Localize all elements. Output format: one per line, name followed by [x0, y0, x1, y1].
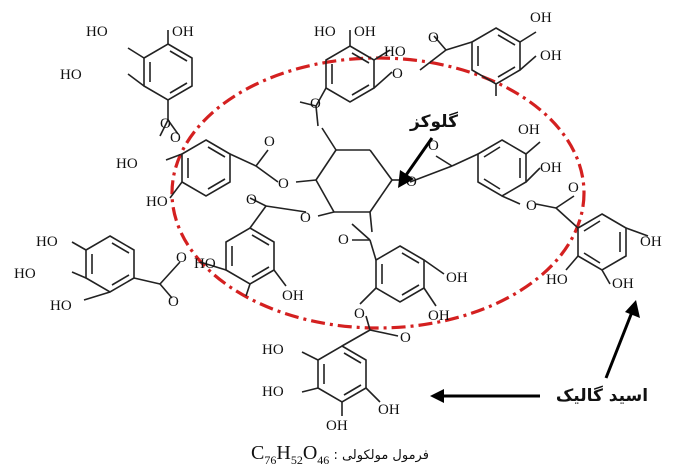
atom-label: O — [392, 66, 403, 82]
atom-label: HO — [146, 194, 168, 210]
formula-text: C76H52O46 — [251, 442, 330, 467]
atom-label: O — [170, 130, 181, 146]
gallic-acid-arrow-up — [604, 300, 640, 379]
atom-label: OH — [282, 288, 304, 304]
glucose-arrow — [398, 137, 434, 188]
atom-label: HO — [314, 24, 336, 40]
molecular-formula: C76H52O46 فرمول مولکولی : — [0, 442, 680, 468]
atom-label: HO — [60, 67, 82, 83]
atom-label: HO — [86, 24, 108, 40]
atom-label: HO — [546, 272, 568, 288]
atom-label: O — [428, 138, 439, 154]
atom-label: OH — [378, 402, 400, 418]
atom-label: HO — [116, 156, 138, 172]
galloyl-ring-top-left — [127, 30, 193, 137]
atom-label: O — [310, 96, 321, 112]
formula-prefix: فرمول مولکولی : — [333, 448, 429, 463]
atom-label: OH — [428, 308, 450, 324]
atom-label: O — [428, 30, 439, 46]
atom-label: O — [568, 180, 579, 196]
atom-label: O — [168, 294, 179, 310]
atom-label: HO — [262, 384, 284, 400]
atom-label: OH — [518, 122, 540, 138]
galloyl-ring-middle-left — [165, 139, 279, 199]
atom-label: OH — [326, 418, 348, 434]
galloyl-ring-far-right — [535, 195, 649, 285]
galloyl-ring-lower-center — [351, 223, 445, 307]
atom-label: OH — [354, 24, 376, 40]
atom-label: HO — [384, 44, 406, 60]
atom-label: OH — [540, 48, 562, 64]
galloyl-ring-bottom — [301, 315, 399, 416]
atom-label: OH — [446, 270, 468, 286]
atom-label: HO — [50, 298, 72, 314]
atom-label: HO — [194, 256, 216, 272]
glucose-core — [295, 127, 404, 233]
atom-labels: HO OH HO HO OH HO OH OH O O O O O HO HO … — [14, 10, 662, 434]
atom-label: O — [264, 134, 275, 150]
atom-label: O — [300, 210, 311, 226]
atom-label: O — [354, 306, 365, 322]
atom-label: O — [400, 330, 411, 346]
atom-label: O — [246, 192, 257, 208]
atom-label: HO — [36, 234, 58, 250]
galloyl-ring-top-center — [299, 30, 393, 127]
atom-label: O — [338, 232, 349, 248]
atom-label: O — [160, 116, 171, 132]
glucose-core-ellipse — [170, 56, 586, 330]
gallic-acid-arrow-left — [430, 389, 540, 403]
galloyl-ring-far-left — [71, 235, 181, 301]
atom-label: OH — [640, 234, 662, 250]
galloyl-ring-lower-left-center — [199, 197, 307, 297]
atom-label: OH — [530, 10, 552, 26]
atom-label: O — [406, 174, 417, 190]
galloyl-ring-middle-right — [409, 139, 541, 205]
atom-label: OH — [172, 24, 194, 40]
atom-label: O — [176, 250, 187, 266]
atom-label: HO — [14, 266, 36, 282]
atom-label: O — [526, 198, 537, 214]
galloyl-ring-top-right — [419, 27, 537, 96]
atom-label: O — [278, 176, 289, 192]
gallic-acid-label: اسید گالیک — [556, 385, 648, 406]
glucose-label: گلوکز — [409, 111, 458, 132]
atom-label: OH — [540, 160, 562, 176]
atom-label: OH — [612, 276, 634, 292]
atom-label: HO — [262, 342, 284, 358]
